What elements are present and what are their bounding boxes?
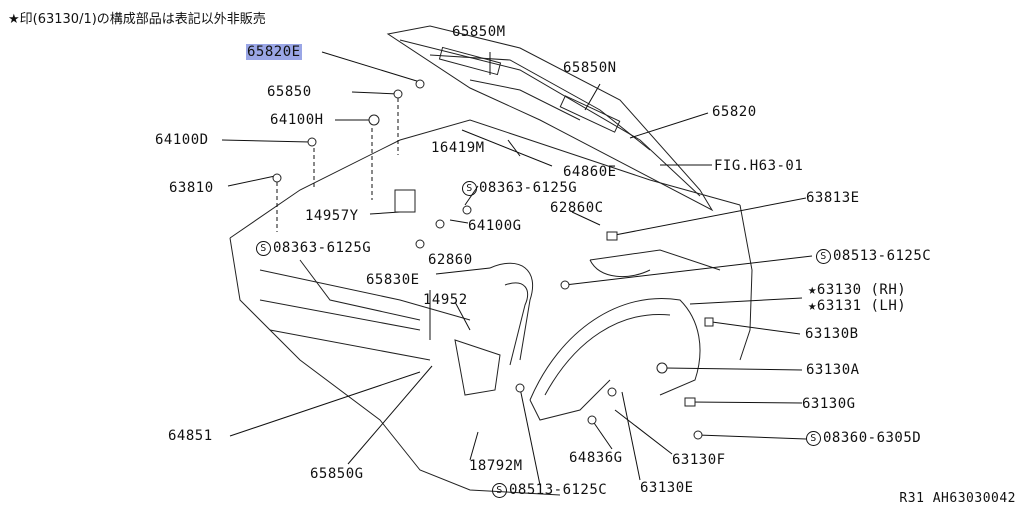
part-label-16419m[interactable]: 16419M xyxy=(431,140,485,156)
highlighted-part-65820e: 65820E xyxy=(246,44,302,60)
part-label-64100g[interactable]: 64100G xyxy=(468,218,522,234)
fender-liner-drawing xyxy=(529,298,701,421)
part-label-63131-lh[interactable]: ★63131 (LH) xyxy=(808,298,907,314)
part-label-14952[interactable]: 14952 xyxy=(423,292,468,308)
part-label-14957y[interactable]: 14957Y xyxy=(305,208,359,224)
part-label-65820[interactable]: 65820 xyxy=(712,104,757,120)
part-label-63130g[interactable]: 63130G xyxy=(802,396,856,412)
part-label-62860[interactable]: 62860 xyxy=(428,252,473,268)
air-duct-drawing xyxy=(454,262,534,396)
part-label-18792m[interactable]: 18792M xyxy=(469,458,523,474)
part-label-64836g[interactable]: 64836G xyxy=(569,450,623,466)
part-label-65850[interactable]: 65850 xyxy=(267,84,312,100)
part-label-64851[interactable]: 64851 xyxy=(168,428,213,444)
part-label-63130b[interactable]: 63130B xyxy=(805,326,859,342)
part-label-64100h[interactable]: 64100H xyxy=(270,112,324,128)
part-label-65850g[interactable]: 65850G xyxy=(310,466,364,482)
screw-symbol: S xyxy=(806,431,821,446)
figure-code: R31 AH63030042 xyxy=(899,491,1016,506)
part-label-fig-h63-01[interactable]: FIG.H63-01 xyxy=(714,158,804,174)
part-label-63130a[interactable]: 63130A xyxy=(806,362,860,378)
body-drawing xyxy=(229,119,753,496)
leader-lines xyxy=(221,51,813,486)
part-label-64100d[interactable]: 64100D xyxy=(155,132,209,148)
hood-drawing xyxy=(386,25,714,212)
screw-symbol: S xyxy=(492,483,507,498)
part-label-63130f[interactable]: 63130F xyxy=(672,452,726,468)
part-label-65820e[interactable]: 65820E xyxy=(246,44,302,60)
screw-symbol: S xyxy=(256,241,271,256)
part-label-62860c[interactable]: 62860C xyxy=(550,200,604,216)
fasteners xyxy=(272,79,714,440)
note-text: ★印(63130/1)の構成部品は表記以外非販売 xyxy=(8,12,266,27)
screw-symbol: S xyxy=(462,181,477,196)
part-label-65850n[interactable]: 65850N xyxy=(563,60,617,76)
screw-symbol: S xyxy=(816,249,831,264)
part-label-65830e[interactable]: 65830E xyxy=(366,272,420,288)
part-label-63813e[interactable]: 63813E xyxy=(806,190,860,206)
part-label-64860e[interactable]: 64860E xyxy=(563,164,617,180)
part-label-65850m[interactable]: 65850M xyxy=(452,24,506,40)
part-label-63130-rh[interactable]: ★63130 (RH) xyxy=(808,282,907,298)
part-label-63130e[interactable]: 63130E xyxy=(640,480,694,496)
part-label-63810[interactable]: 63810 xyxy=(169,180,214,196)
